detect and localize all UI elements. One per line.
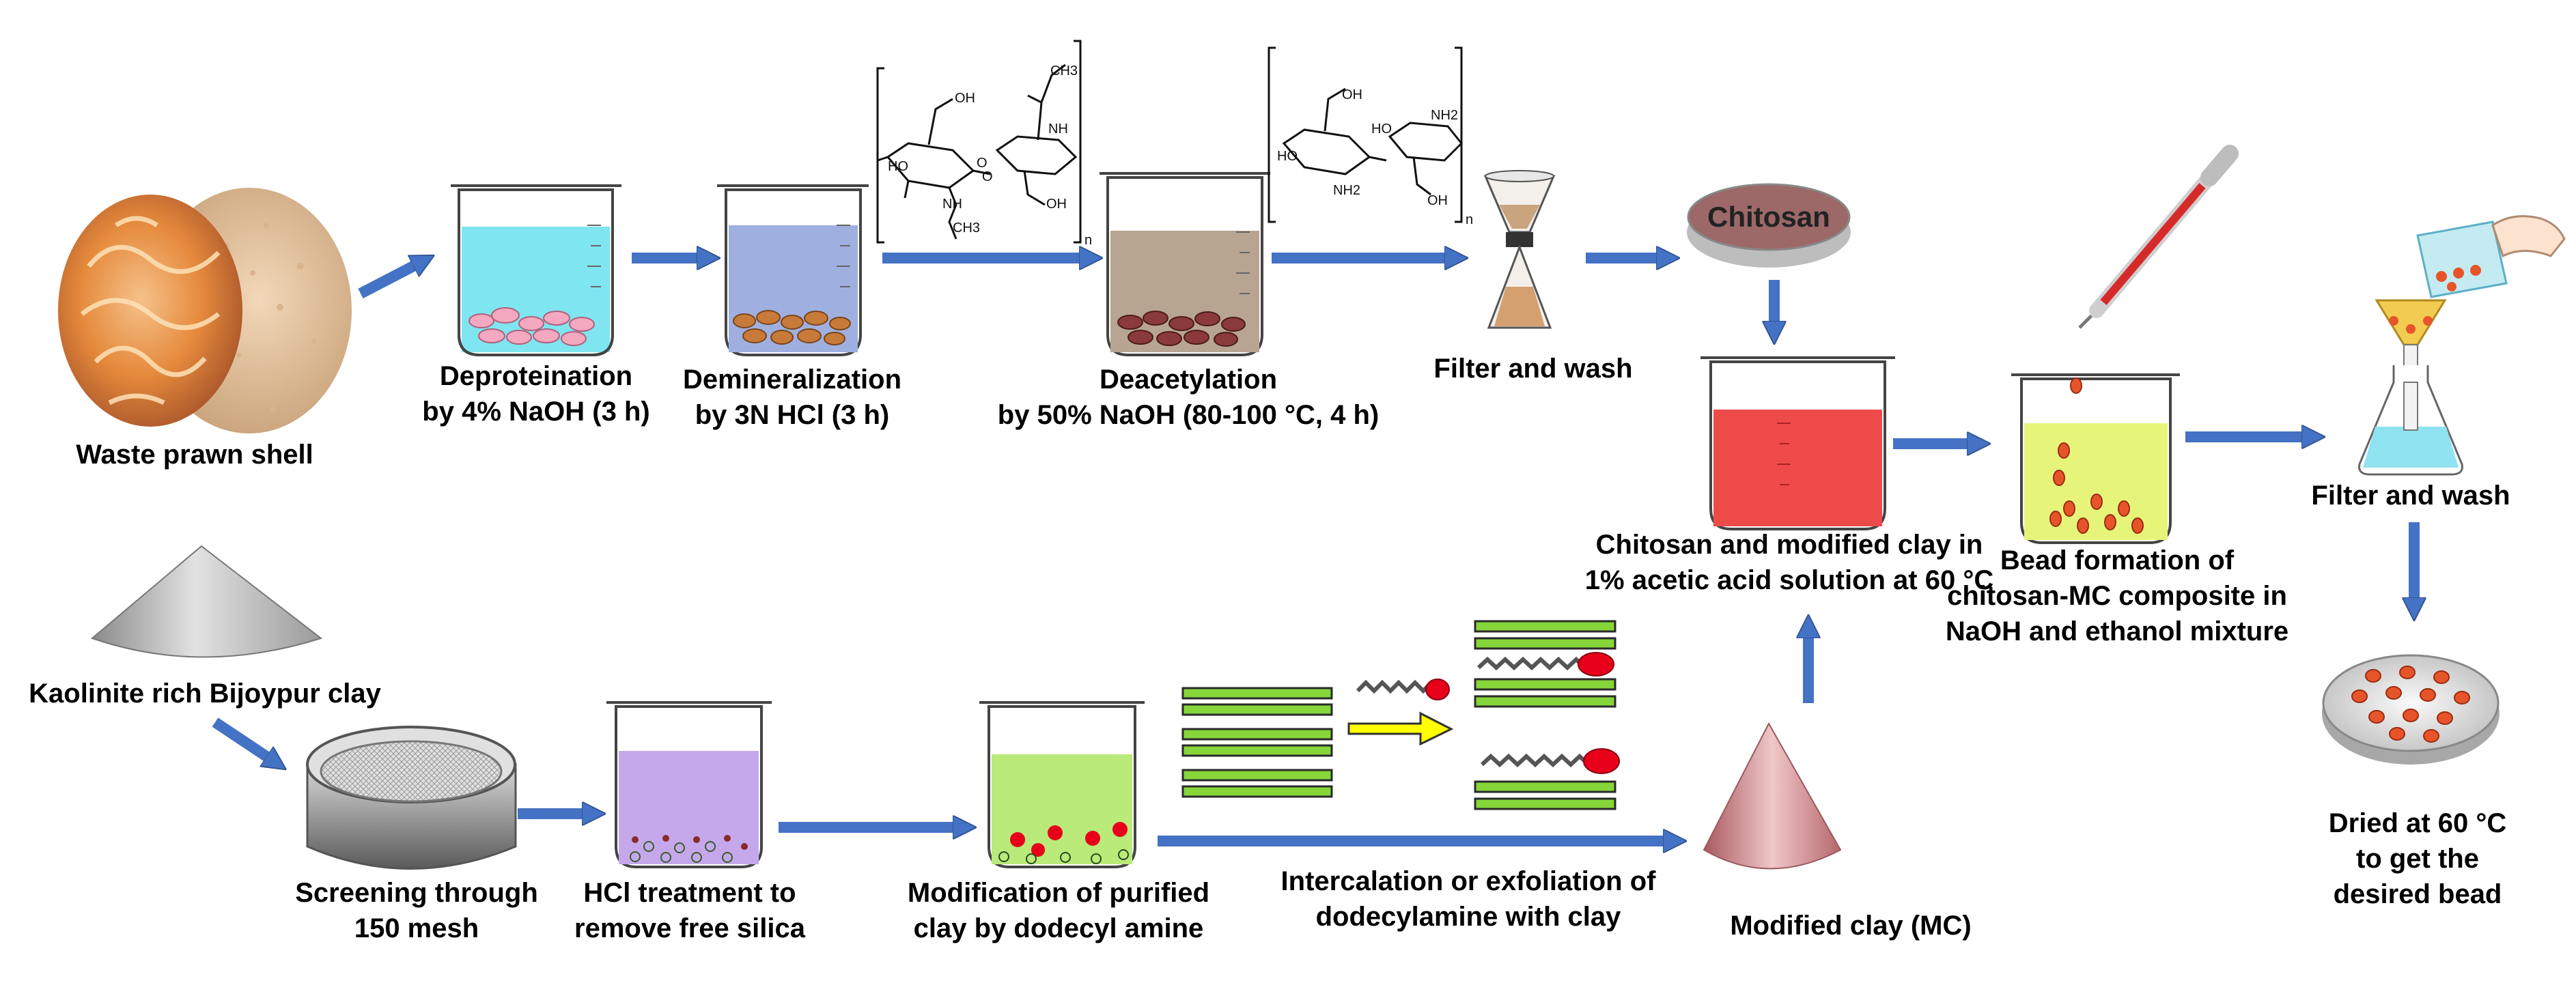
chitosan-oh1: OH	[1342, 87, 1362, 102]
chitin-ch3-top: CH3	[1050, 63, 1078, 79]
modified-clay-cone	[1703, 722, 1842, 870]
chitin-nh-bottom: NH	[942, 197, 962, 212]
filter-wash-right-label: Filter and wash	[2311, 481, 2510, 511]
hcl-beaker	[606, 701, 772, 868]
chitin-structure	[876, 40, 1082, 244]
chitosan-structure	[1268, 46, 1464, 223]
chitin-ho: HO	[888, 159, 908, 174]
bead-formation-beaker	[2011, 373, 2180, 544]
chitin-nh: NH	[1048, 122, 1068, 137]
flow-arrows	[212, 258, 2414, 841]
filter-wash-top-label: Filter and wash	[1433, 354, 1633, 384]
deproteination-beaker	[451, 184, 621, 356]
modification-beaker	[979, 701, 1145, 868]
clay-cone	[91, 545, 323, 658]
chitosan-dish-label: Chitosan	[1707, 201, 1830, 233]
exfoliated-clay	[1474, 748, 1620, 810]
chitin-oh2: OH	[1046, 197, 1067, 212]
modified-clay-label: Modified clay (MC)	[1730, 911, 1972, 941]
dodecylamine-molecule	[1347, 679, 1454, 746]
chitosan-ho1: HO	[1277, 149, 1298, 164]
chitin-o-ring: O	[977, 156, 988, 171]
chitin-n: n	[1084, 233, 1092, 248]
hourglass-filter	[1483, 170, 1556, 329]
chitosan-n: n	[1466, 212, 1473, 227]
chitosan-oh2: OH	[1427, 193, 1448, 208]
chitin-o-ring2: O	[982, 169, 993, 184]
prawn-shell-image	[58, 188, 352, 433]
dried-bead-dish	[2322, 654, 2500, 765]
arrow-shell-to-deproteination	[358, 266, 413, 299]
acetic-acid-beaker	[1700, 356, 1895, 530]
chitosan-nh2-bottom: NH2	[1333, 183, 1360, 198]
waste-prawn-shell-label: Waste prawn shell	[76, 440, 313, 470]
intercalated-clay	[1474, 620, 1616, 708]
chitin-ch3-bottom: CH3	[953, 220, 980, 236]
chitin-oh1: OH	[955, 91, 975, 106]
sieve	[306, 726, 517, 870]
funnel-flask	[2358, 299, 2463, 476]
kaolinite-label: Kaolinite rich Bijoypur clay	[29, 679, 381, 709]
chitosan-dish: Chitosan	[1687, 183, 1851, 268]
chitosan-nh2-top: NH2	[1431, 108, 1458, 123]
clay-layers-left	[1181, 687, 1333, 798]
demineralization-beaker	[717, 184, 869, 356]
chitosan-ho2: HO	[1371, 122, 1392, 137]
pipette	[2078, 145, 2239, 329]
pouring-beaker	[2416, 215, 2566, 298]
deacetylation-beaker	[1100, 172, 1270, 356]
arrow-kaolinite-to-sieve	[212, 717, 266, 756]
